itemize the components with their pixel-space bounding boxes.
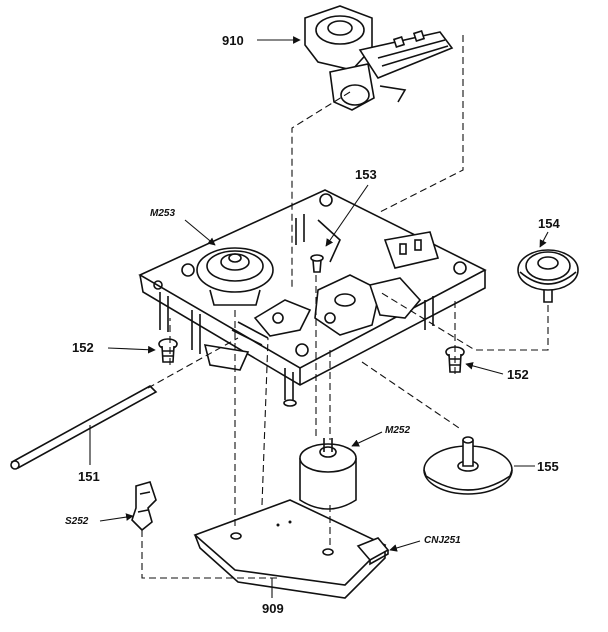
part-m253-pulley bbox=[196, 247, 274, 306]
part-152-screw-left bbox=[158, 338, 178, 363]
chassis-mechanism bbox=[159, 231, 440, 407]
label-155: 155 bbox=[537, 459, 559, 474]
label-154: 154 bbox=[538, 216, 560, 231]
leader-lines bbox=[89, 36, 549, 598]
label-152-left: 152 bbox=[72, 340, 94, 355]
part-cnj251-connector bbox=[356, 537, 390, 566]
part-155-flywheel bbox=[423, 436, 513, 495]
label-152-right: 152 bbox=[507, 367, 529, 382]
part-s252-switch bbox=[131, 481, 157, 532]
part-910-pickup-assembly bbox=[304, 5, 454, 111]
part-m252-motor bbox=[299, 438, 357, 510]
label-153: 153 bbox=[355, 167, 377, 182]
label-m253: M253 bbox=[150, 208, 175, 219]
assembly-guide-lines bbox=[141, 35, 549, 579]
label-s252: S252 bbox=[65, 516, 89, 527]
label-151: 151 bbox=[78, 469, 100, 484]
part-153-screw bbox=[310, 254, 324, 273]
label-m252: M252 bbox=[385, 425, 410, 436]
part-151-shaft bbox=[10, 385, 158, 470]
label-cnj251: CNJ251 bbox=[424, 535, 461, 546]
label-909: 909 bbox=[262, 601, 284, 616]
label-910: 910 bbox=[222, 33, 244, 48]
part-909-circuit-board bbox=[193, 499, 387, 599]
chassis-plate bbox=[138, 189, 487, 386]
part-154-gear bbox=[517, 249, 579, 303]
